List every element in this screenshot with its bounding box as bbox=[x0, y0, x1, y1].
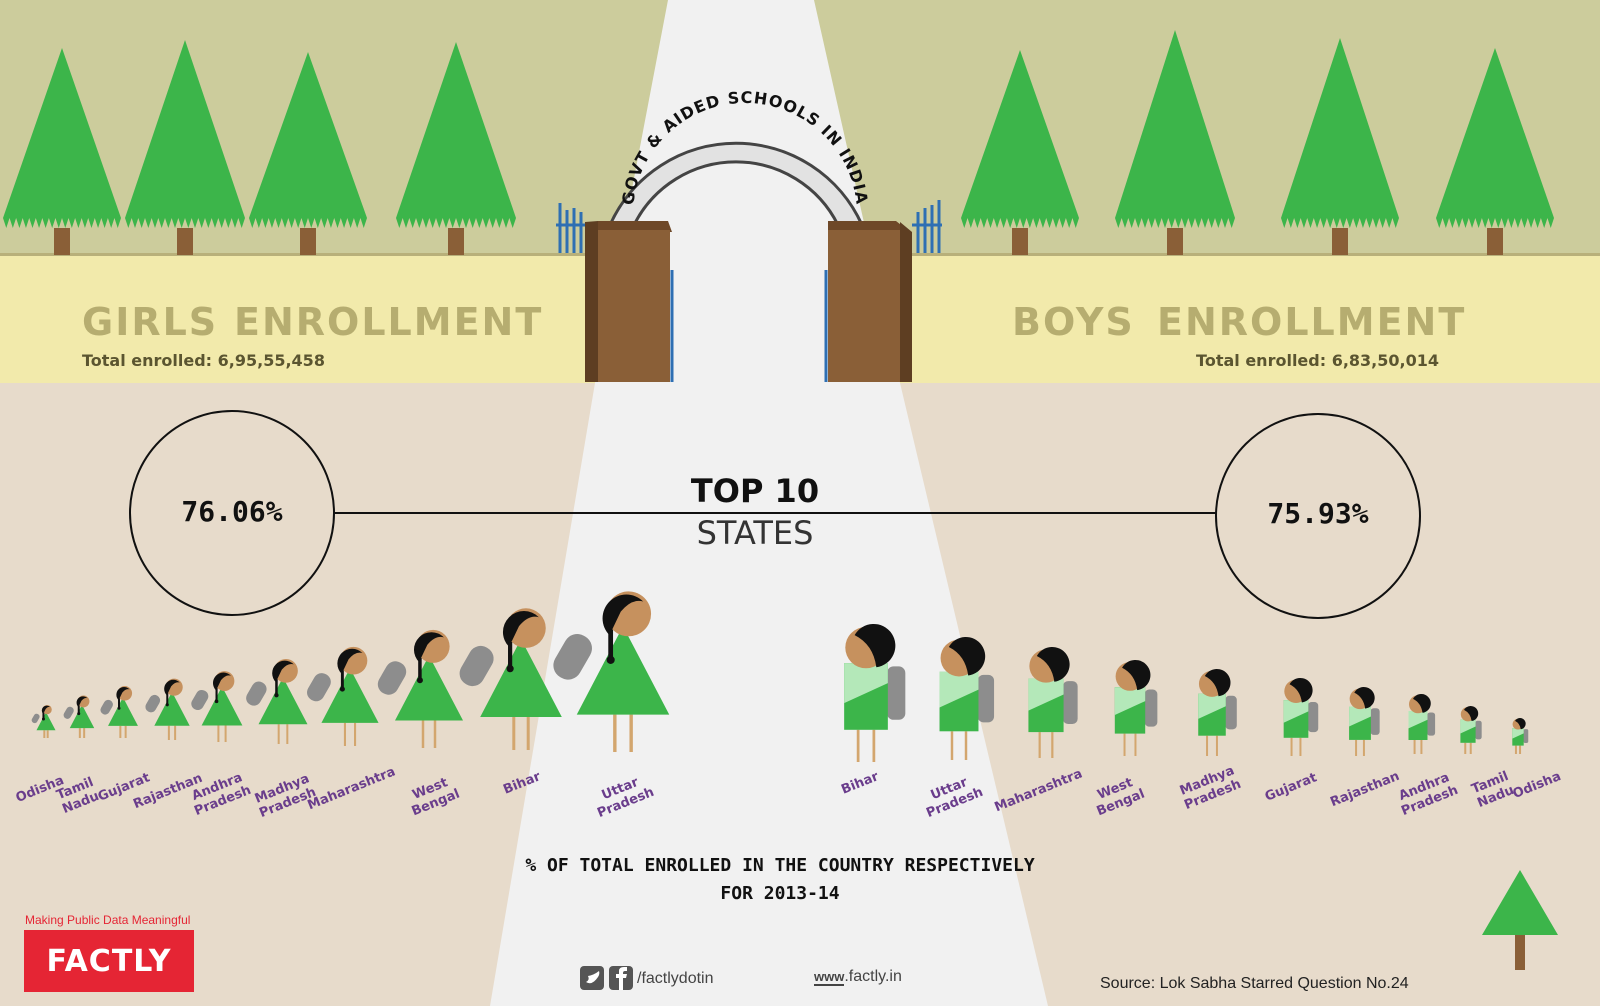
boys-percent: 75.93% bbox=[1267, 497, 1369, 530]
girl-icon bbox=[377, 629, 463, 748]
tagline: Making Public Data Meaningful bbox=[25, 913, 191, 927]
girl-icon bbox=[100, 686, 138, 738]
boy-icon bbox=[1349, 686, 1380, 756]
logo-text: FACTLY bbox=[46, 944, 172, 979]
tree-icon bbox=[396, 42, 516, 255]
girl-icon bbox=[553, 591, 670, 752]
factly-logo[interactable]: FACTLY bbox=[24, 930, 194, 992]
website-link[interactable]: www.factly.in bbox=[814, 968, 902, 986]
boys-title-enrollment: ENROLLMENT bbox=[1157, 300, 1467, 344]
girl-icon bbox=[191, 671, 243, 742]
social-handle[interactable]: /factlydotin bbox=[637, 970, 714, 987]
states-title: STATES bbox=[696, 514, 814, 552]
note: % OF TOTAL ENROLLED IN THE COUNTRY RESPE… bbox=[500, 852, 1060, 908]
tree-icon bbox=[1115, 30, 1235, 255]
girl-icon bbox=[63, 695, 95, 738]
boy-icon bbox=[939, 636, 995, 760]
site-text: .factly.in bbox=[844, 968, 902, 985]
boy-icon bbox=[1283, 677, 1319, 756]
top10-title: TOP 10 bbox=[690, 472, 820, 510]
trees bbox=[3, 30, 1554, 255]
tree-icon bbox=[3, 48, 121, 255]
www-text: www bbox=[814, 969, 845, 986]
boys-percent-circle bbox=[1215, 413, 1421, 619]
boys-title-word: BOYS bbox=[1012, 300, 1135, 344]
source: Source: Lok Sabha Starred Question No.24 bbox=[1100, 975, 1409, 992]
tree-icon bbox=[1482, 870, 1558, 970]
tree-icon bbox=[961, 50, 1079, 255]
girl-icon bbox=[307, 646, 379, 746]
kids bbox=[31, 591, 1529, 762]
note-line1: % OF TOTAL ENROLLED IN THE COUNTRY RESPE… bbox=[525, 855, 1035, 876]
boys-total: Total enrolled: 6,83,50,014 bbox=[1196, 351, 1439, 370]
boy-icon bbox=[1114, 659, 1158, 756]
girl-icon bbox=[246, 658, 308, 744]
girl-icon bbox=[145, 678, 190, 740]
boy-icon bbox=[1460, 705, 1482, 754]
boy-icon bbox=[844, 623, 906, 762]
girl-icon bbox=[31, 704, 56, 738]
boy-icon bbox=[1198, 668, 1237, 756]
note-line2: FOR 2013-14 bbox=[720, 883, 840, 904]
tree-icon bbox=[125, 40, 245, 255]
boy-icon bbox=[1512, 717, 1529, 754]
girls-percent: 76.06% bbox=[181, 495, 283, 528]
boy-icon bbox=[1408, 693, 1436, 754]
tree-icon bbox=[249, 52, 367, 255]
tree-icon bbox=[1436, 48, 1554, 255]
girls-title-word: GIRLS bbox=[82, 300, 219, 344]
girls-total: Total enrolled: 6,95,55,458 bbox=[82, 351, 325, 370]
girls-title-enrollment: ENROLLMENT bbox=[234, 300, 544, 344]
tree-icon bbox=[1281, 38, 1399, 255]
girl-icon bbox=[459, 608, 562, 750]
boy-icon bbox=[1028, 646, 1078, 758]
